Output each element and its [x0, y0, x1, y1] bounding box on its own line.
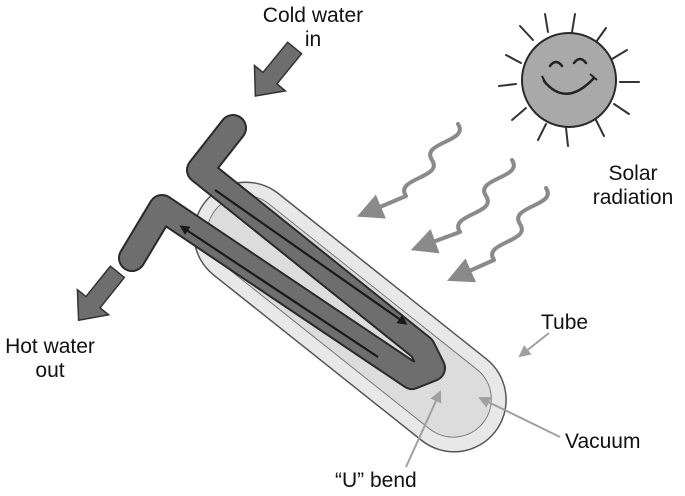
sun-eye-left [548, 60, 564, 68]
solar-radiation-line1: Solar [608, 162, 658, 185]
radiation-arrows [356, 122, 550, 283]
cold-water-arrow [253, 41, 303, 97]
tube-label: Tube [541, 311, 589, 334]
sun-face [521, 32, 617, 128]
cold-water-in-line1: Cold water [262, 4, 364, 27]
hot-water-arrow [76, 265, 126, 322]
sun-icon [498, 13, 640, 147]
flow-arrow-down [214, 189, 408, 325]
tube-pointer [518, 332, 550, 358]
sun-smile [542, 76, 596, 95]
sun-eye-right [572, 57, 588, 65]
solar-radiation-line2: radiation [592, 186, 674, 209]
flow-arrow-up [179, 225, 379, 358]
vacuum-label: Vacuum [565, 430, 641, 453]
radiation-arrow-1 [356, 122, 462, 219]
cold-water-in-label: Cold water in [256, 4, 370, 52]
hot-water-out-line2: out [35, 359, 65, 382]
hot-water-out-line1: Hot water [5, 335, 95, 358]
cold-water-in-line2: in [304, 28, 322, 51]
u-bend-pipe [118, 114, 446, 390]
sun-cheek-left [541, 75, 547, 85]
radiation-arrow-3 [447, 186, 550, 283]
sun-cheek-right [589, 73, 598, 81]
solar-radiation-label: Solar radiation [585, 162, 681, 210]
u-bend-label: “U” bend [335, 469, 417, 492]
hot-water-out-label: Hot water out [0, 335, 100, 383]
vacuum-pointer [478, 396, 561, 438]
radiation-arrow-2 [410, 158, 516, 254]
u-bend-pointer [405, 390, 442, 468]
